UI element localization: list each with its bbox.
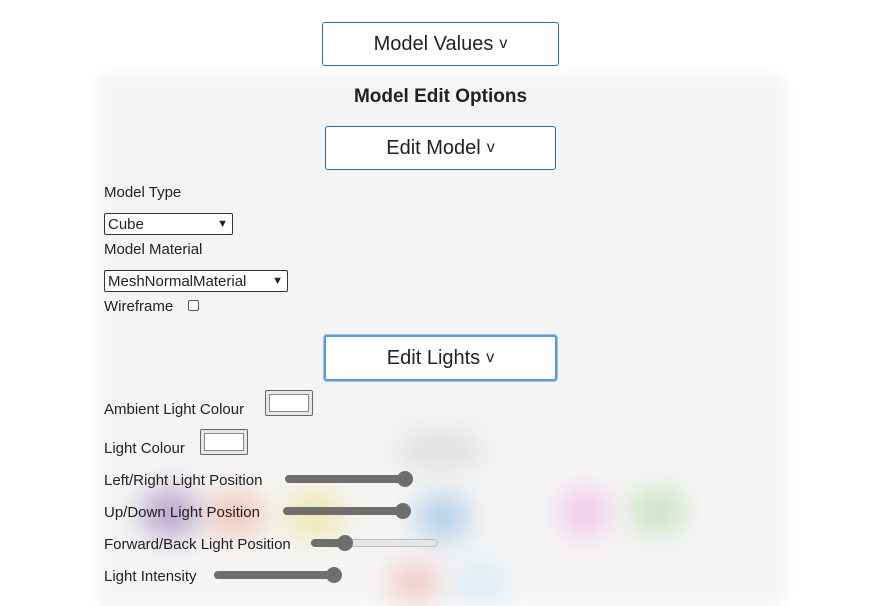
slider-fill — [311, 539, 346, 547]
edit-model-button-label: Edit Model — [386, 136, 481, 159]
left-right-light-position-label: Left/Right Light Position — [104, 472, 263, 489]
edit-model-toggle-button[interactable]: Edit Model v — [325, 126, 556, 170]
wireframe-checkbox[interactable] — [188, 300, 199, 311]
light-colour-label: Light Colour — [104, 440, 185, 457]
section-title: Model Edit Options — [353, 86, 528, 107]
ambient-light-colour-label: Ambient Light Colour — [104, 401, 245, 418]
light-colour-fill — [204, 433, 244, 451]
chevron-down-icon: v — [499, 35, 508, 52]
light-intensity-label: Light Intensity — [104, 568, 197, 585]
wireframe-label: Wireframe — [104, 298, 174, 315]
slider-thumb[interactable] — [337, 535, 354, 551]
chevron-down-icon: v — [486, 139, 495, 156]
model-material-selected-value: MeshNormalMaterial — [108, 272, 247, 290]
model-type-selected-value: Cube — [108, 215, 144, 233]
slider-fill — [214, 571, 334, 579]
model-values-button-label: Model Values — [373, 32, 494, 55]
light-colour-picker[interactable] — [200, 429, 248, 455]
scene-blur-red — [390, 565, 440, 600]
light-intensity-slider[interactable] — [214, 567, 342, 583]
ambient-light-colour-picker[interactable] — [265, 390, 313, 416]
chevron-down-icon: ▼ — [217, 218, 228, 230]
up-down-light-position-label: Up/Down Light Position — [104, 504, 260, 521]
chevron-down-icon: v — [486, 349, 495, 366]
scene-blur-green — [630, 488, 685, 533]
forward-back-light-position-slider[interactable] — [311, 535, 438, 551]
scene-blur-grey — [395, 430, 485, 470]
scene-blur-purple — [140, 488, 200, 538]
slider-thumb[interactable] — [395, 503, 411, 519]
left-right-light-position-slider[interactable] — [285, 471, 413, 487]
scene-blur-blue — [415, 495, 470, 540]
model-type-select[interactable]: Cube ▼ — [104, 213, 233, 235]
ambient-colour-fill — [269, 394, 309, 412]
model-material-label: Model Material — [104, 241, 203, 258]
slider-fill — [283, 507, 403, 515]
model-material-select[interactable]: MeshNormalMaterial ▼ — [104, 270, 288, 292]
model-type-label: Model Type — [104, 184, 182, 201]
up-down-light-position-slider[interactable] — [283, 503, 411, 519]
scene-blur-pink — [560, 490, 610, 535]
slider-thumb[interactable] — [326, 567, 342, 583]
slider-thumb[interactable] — [397, 471, 413, 487]
forward-back-light-position-label: Forward/Back Light Position — [104, 536, 291, 553]
edit-lights-toggle-button[interactable]: Edit Lights v — [324, 335, 557, 381]
scene-blur-lightblue — [455, 565, 505, 600]
scene-blur-orange — [205, 492, 265, 537]
edit-lights-button-label: Edit Lights — [386, 346, 481, 369]
chevron-down-icon: ▼ — [272, 275, 283, 287]
slider-fill — [285, 475, 405, 483]
scene-blur-yellow — [285, 490, 345, 540]
model-values-toggle-button[interactable]: Model Values v — [322, 22, 559, 66]
